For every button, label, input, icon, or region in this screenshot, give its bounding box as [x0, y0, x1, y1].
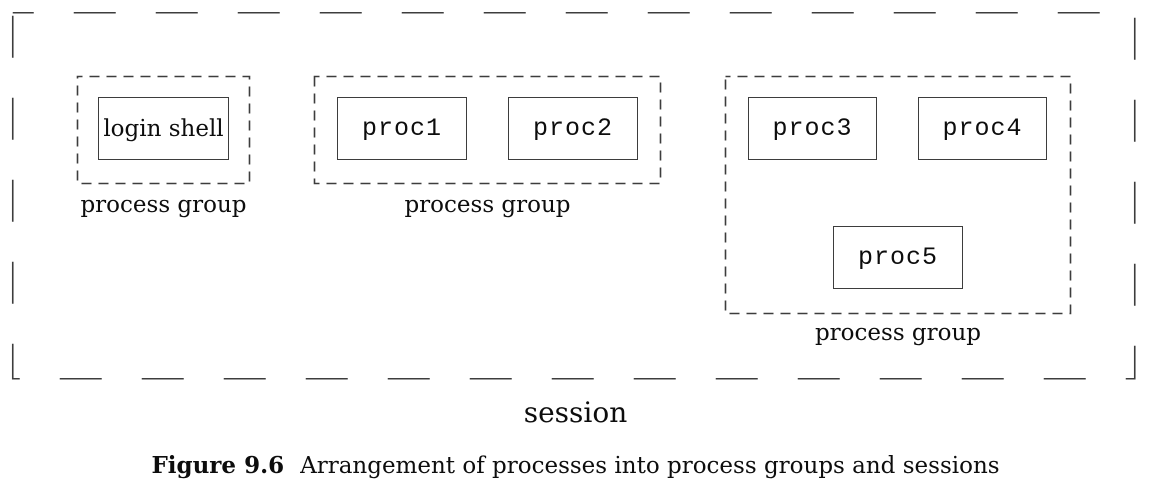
figure-caption: Figure 9.6 Arrangement of processes into … [0, 452, 1151, 479]
process-group-2-boundary [313, 75, 662, 185]
process-box-proc2: proc2 [508, 97, 638, 160]
process-group-3-boundary [724, 75, 1072, 315]
session-label: session [523, 396, 628, 429]
process-label-proc5: proc5 [857, 243, 938, 272]
process-box-proc3: proc3 [748, 97, 877, 160]
process-group-1-boundary [76, 75, 251, 185]
process-group-3-label: process group [814, 320, 982, 346]
process-box-proc4: proc4 [918, 97, 1047, 160]
figure-caption-number: Figure 9.6 [151, 452, 285, 479]
process-label-proc4: proc4 [942, 114, 1023, 143]
process-box-login-shell: login shell [98, 97, 229, 160]
process-group-2-label: process group [404, 192, 571, 218]
process-label-proc1: proc1 [361, 114, 442, 143]
process-label-proc2: proc2 [532, 114, 613, 143]
process-label-login-shell: login shell [103, 115, 224, 142]
figure-caption-text: Arrangement of processes into process gr… [300, 453, 1000, 479]
process-box-proc5: proc5 [833, 226, 963, 289]
process-group-1-label: process group [80, 192, 247, 218]
process-box-proc1: proc1 [337, 97, 467, 160]
session-boundary [11, 11, 1136, 380]
process-label-proc3: proc3 [772, 114, 853, 143]
